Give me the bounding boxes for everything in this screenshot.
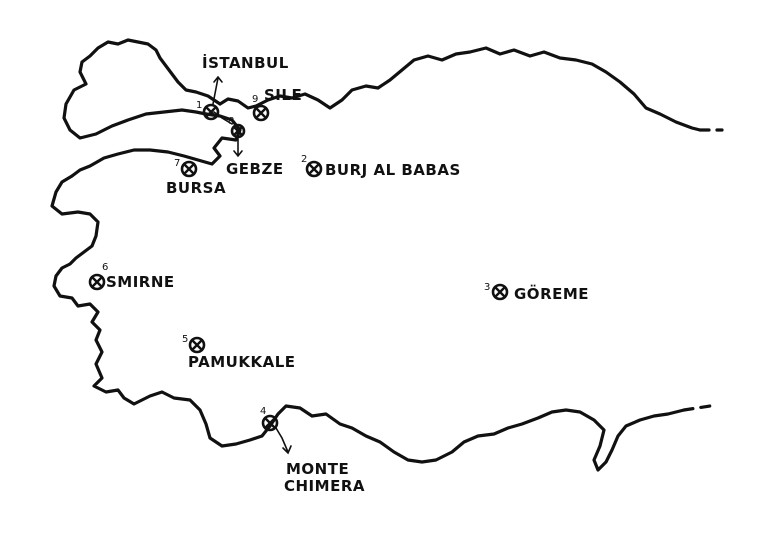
marker-cross xyxy=(182,162,196,176)
monte-chimera-arrow xyxy=(275,427,292,455)
marker-cross xyxy=(204,105,218,119)
marker-ring xyxy=(305,160,323,178)
label-istanbul: İSTANBUL xyxy=(202,53,289,72)
marker-monte-chimera[interactable]: 4 xyxy=(260,406,279,432)
marker-ring xyxy=(252,104,270,122)
marker-cross xyxy=(254,106,268,120)
label-burj-al-babas: BURJ AL BABAS xyxy=(325,161,461,179)
marker-sile[interactable]: 9 xyxy=(252,94,270,122)
marker-number: 8 xyxy=(228,116,234,127)
label-bursa: BURSA xyxy=(166,179,226,197)
thrace-outline xyxy=(62,38,222,140)
marker-number: 3 xyxy=(484,282,490,293)
marker-ring xyxy=(188,336,206,354)
marker-cross xyxy=(190,338,204,352)
marker-number: 9 xyxy=(252,94,258,105)
marker-number: 6 xyxy=(102,262,108,273)
marker-ring xyxy=(491,283,509,301)
label-pamukkale: PAMUKKALE xyxy=(188,353,296,371)
marker-cross xyxy=(232,125,244,137)
marker-number: 4 xyxy=(260,406,266,417)
marker-ring xyxy=(88,273,106,291)
gebze-arrow xyxy=(233,137,243,158)
label-smirne: SMIRNE xyxy=(106,273,175,291)
marker-ring xyxy=(202,103,220,121)
south-border-dashes xyxy=(682,404,712,412)
marker-gebze[interactable]: 8 xyxy=(228,116,246,139)
label-chimera: CHIMERA xyxy=(284,477,365,495)
marker-bursa[interactable]: 7 xyxy=(174,158,198,178)
marker-number: 1 xyxy=(196,100,202,111)
marker-burj-al-babas[interactable]: 2 xyxy=(301,154,323,178)
marker-smirne[interactable]: 6 xyxy=(88,262,108,291)
istanbul-arrow xyxy=(212,75,223,105)
north-coast-outline xyxy=(218,46,702,132)
marker-number: 7 xyxy=(174,158,180,169)
label-sile: SILE xyxy=(264,86,302,104)
marker-cross xyxy=(307,162,321,176)
label-gebze: GEBZE xyxy=(226,160,284,178)
marker-goreme[interactable]: 3 xyxy=(484,282,509,301)
marker-cross xyxy=(90,275,104,289)
marker-ring xyxy=(230,123,246,139)
marker-istanbul[interactable]: 1 xyxy=(196,100,220,121)
aegean-mediterranean-outline xyxy=(50,174,686,472)
marker-ring xyxy=(180,160,198,178)
marker-cross xyxy=(493,285,507,299)
marker-ring xyxy=(261,414,279,432)
marker-number: 5 xyxy=(182,334,188,345)
marker-cross xyxy=(263,416,277,430)
label-goreme: GÖREME xyxy=(514,284,589,303)
marmara-outline xyxy=(70,112,242,178)
marker-pamukkale[interactable]: 5 xyxy=(182,334,206,354)
label-monte: MONTE xyxy=(286,460,349,478)
marker-number: 2 xyxy=(301,154,307,165)
